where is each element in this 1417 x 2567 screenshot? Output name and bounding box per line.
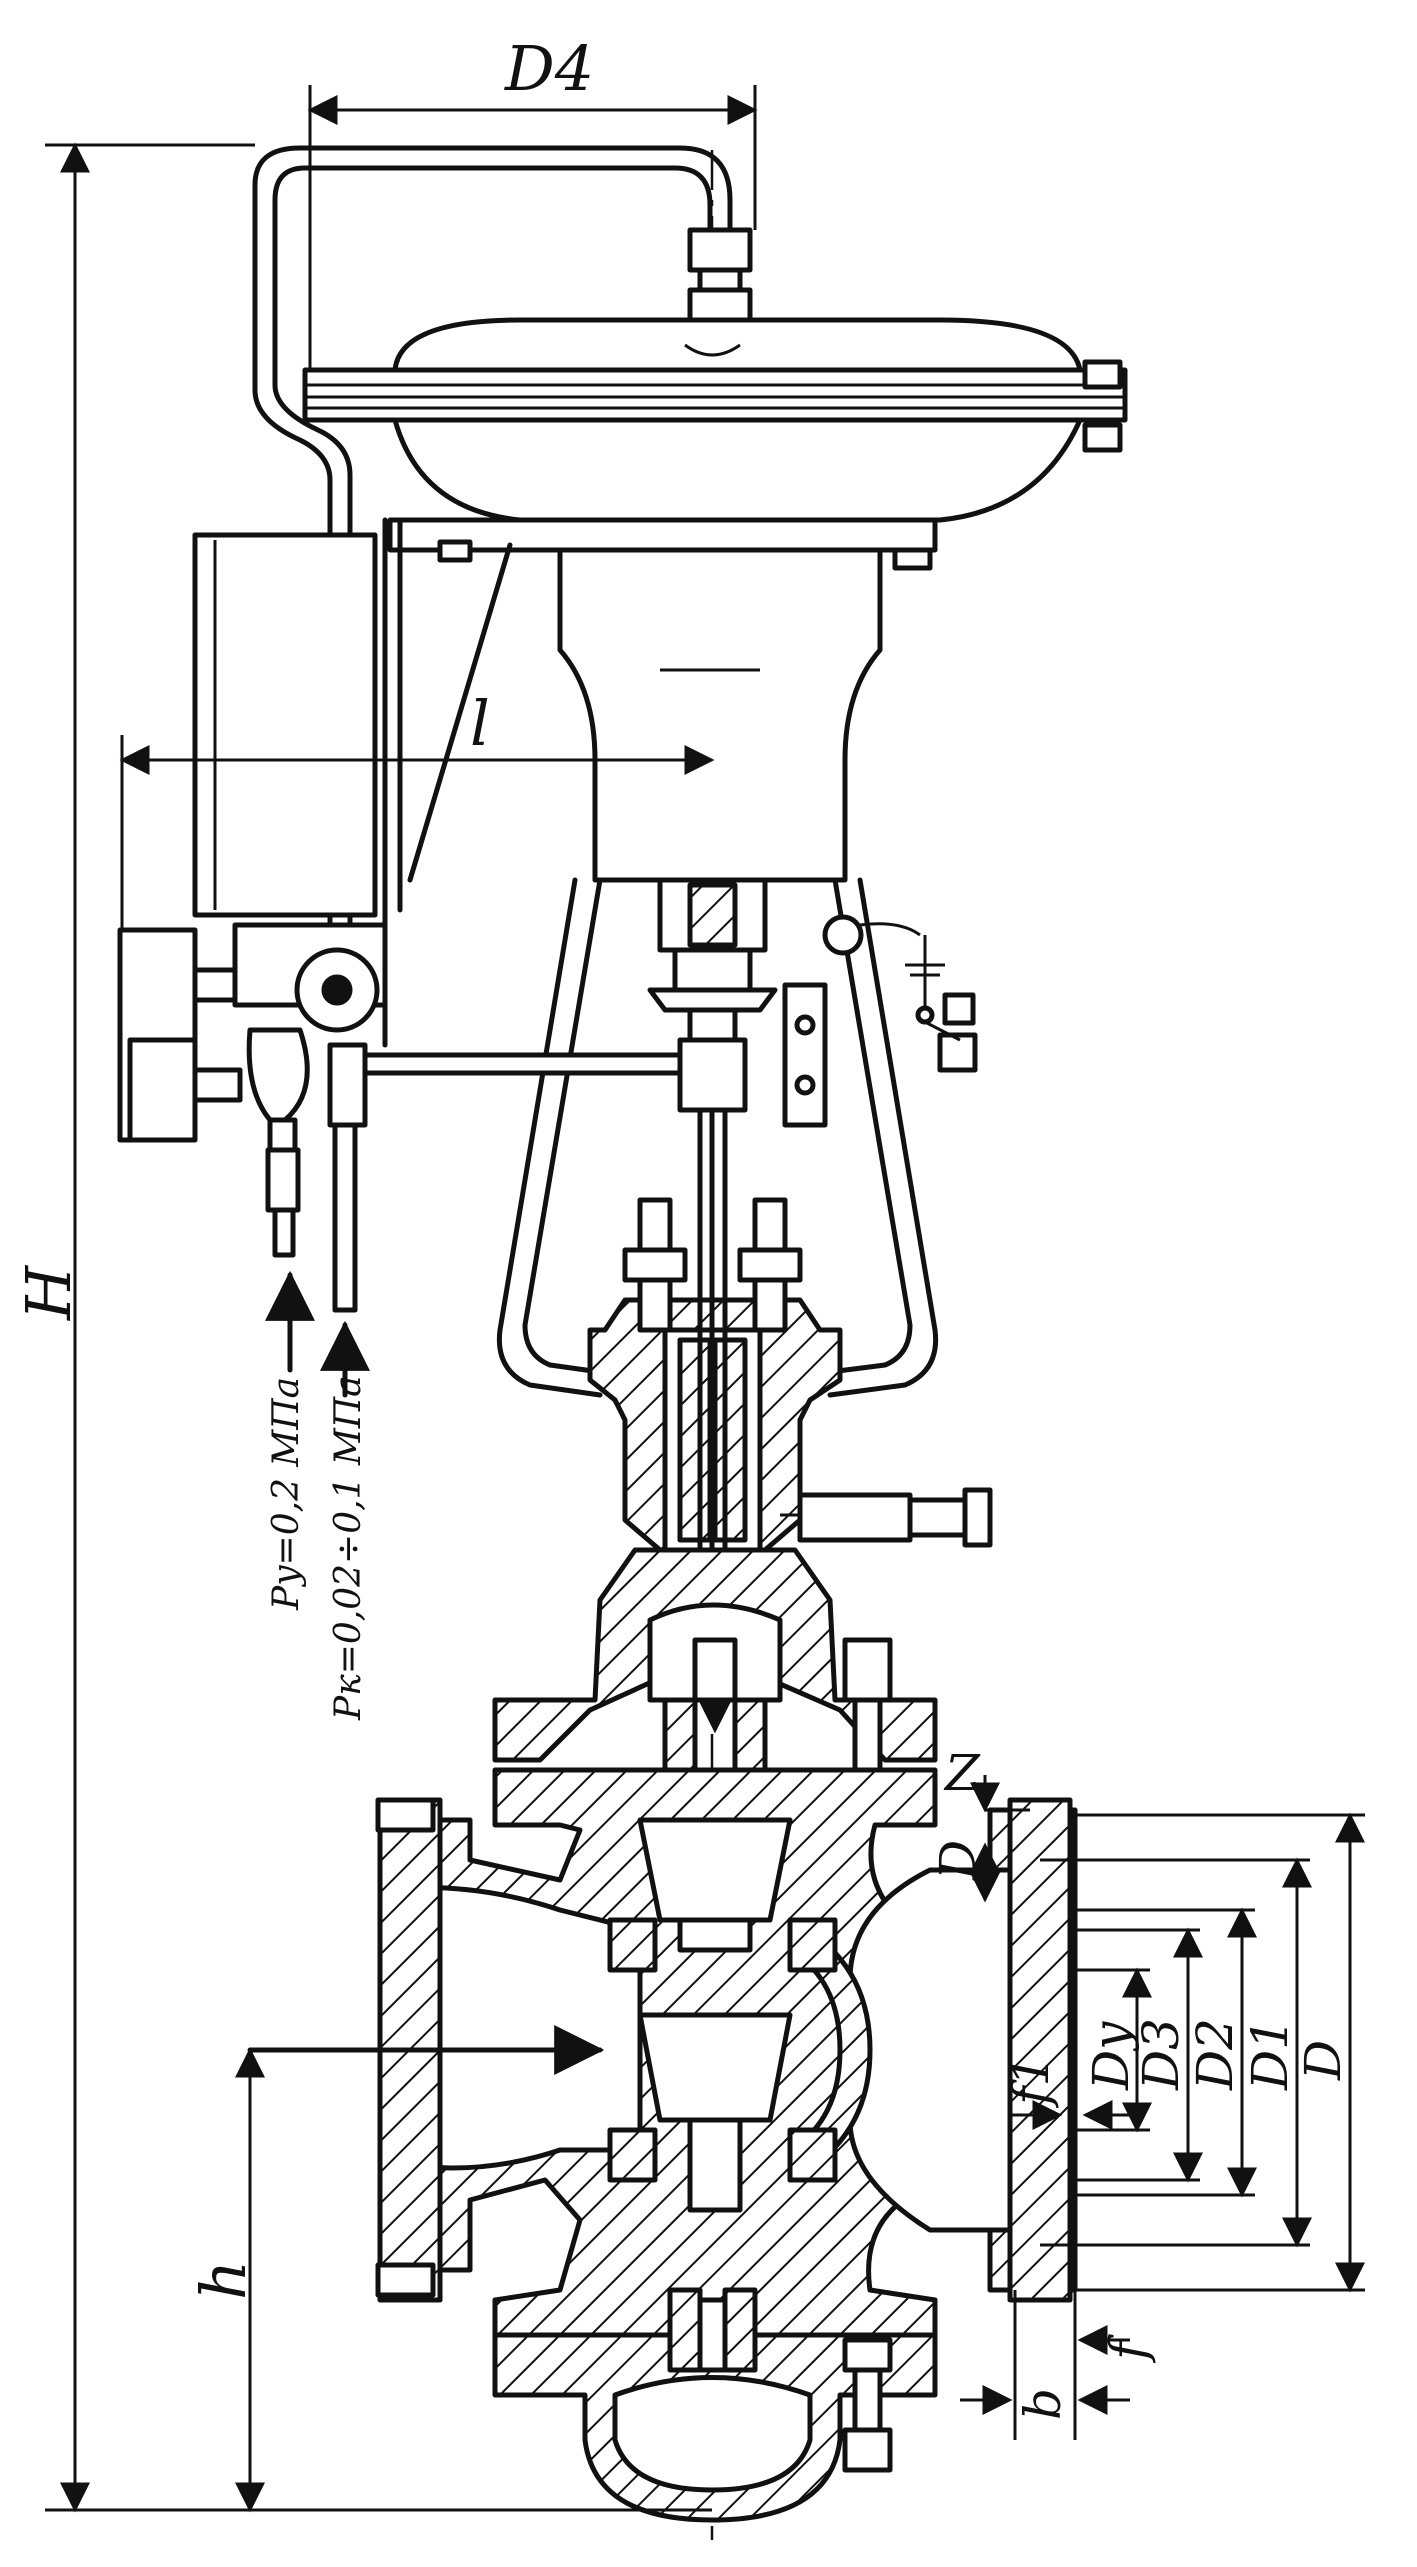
top-connector (687, 227, 753, 323)
label-du: Dу (1082, 2021, 1140, 2091)
label-d-small: D (929, 1840, 987, 1881)
feedback-lever (357, 1052, 683, 1076)
label-f1: f1 (1002, 2055, 1060, 2109)
bottom-cap (492, 2287, 938, 2523)
yoke-arm-left (496, 877, 603, 1398)
label-b: b (1014, 2388, 1072, 2420)
yoke-arm-right (827, 877, 939, 1398)
limit-switch (822, 914, 978, 1073)
label-d3: D3 (1132, 2018, 1190, 2091)
label-z: Z (943, 1744, 981, 1802)
valve-body (247, 1767, 1078, 2358)
label-d2: D2 (1186, 2018, 1244, 2091)
bonnet (587, 1107, 843, 1653)
label-H: H (12, 1264, 85, 1321)
upper-neck (492, 1547, 938, 1803)
yoke-arm-right-inner (827, 877, 913, 1375)
yoke-arm-left-inner (522, 877, 603, 1375)
air-tube-inner (272, 165, 713, 1003)
dimensions (45, 85, 1365, 2513)
positioner-box (192, 517, 513, 1048)
diaphragm-actuator (302, 317, 1128, 571)
label-d4: D4 (504, 32, 594, 105)
air-tube (252, 145, 733, 1003)
yoke (557, 547, 883, 883)
label-l: l (470, 687, 490, 760)
label-py: Py=0,2 МПа (266, 1377, 307, 1611)
label-h: h (187, 2260, 260, 2300)
label-pk: Pк=0,02÷0,1 МПа (328, 1375, 369, 1721)
label-D: D (1294, 2040, 1352, 2081)
gauges (117, 922, 388, 1313)
label-d1: D1 (1241, 2018, 1299, 2091)
lubricator (780, 1487, 993, 1548)
stroke-indicator (782, 982, 828, 1128)
